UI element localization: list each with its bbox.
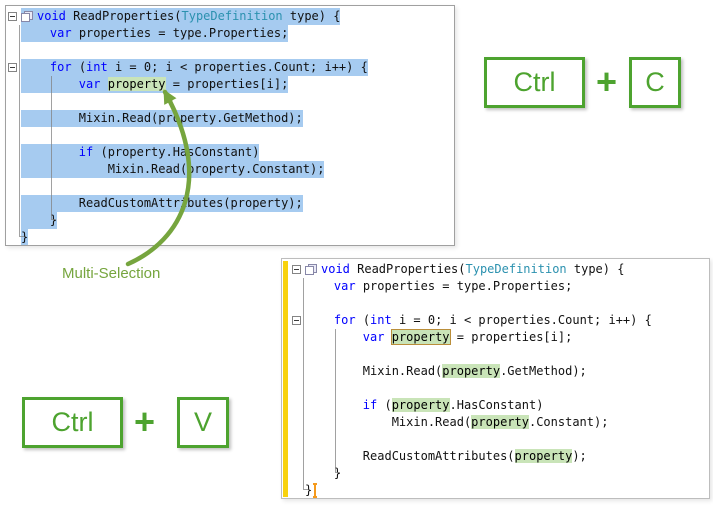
paste-caret-icon: [313, 483, 318, 498]
code-line[interactable]: Mixin.Read(property.Constant);: [6, 161, 454, 178]
code-line[interactable]: [282, 346, 709, 363]
code-line[interactable]: ReadCustomAttributes(property);: [282, 448, 709, 465]
code-line[interactable]: Mixin.Read(property.Constant);: [282, 414, 709, 431]
code-line[interactable]: for (int i = 0; i < properties.Count; i+…: [6, 59, 454, 76]
code-line[interactable]: void ReadProperties(TypeDefinition type)…: [282, 261, 709, 278]
gutter: [290, 397, 305, 414]
code-text: Mixin.Read(property.Constant);: [305, 415, 609, 429]
code-line[interactable]: var properties = type.Properties;: [282, 278, 709, 295]
fold-collapse-icon[interactable]: [292, 265, 301, 274]
ctrl-keycap: Ctrl: [484, 57, 585, 108]
gutter: [6, 229, 21, 245]
member-icon: [305, 264, 318, 275]
selected-code-text: }: [21, 229, 29, 245]
selected-code-text: void ReadProperties(TypeDefinition type)…: [21, 8, 341, 25]
gutter: [290, 380, 305, 397]
gutter: [290, 329, 305, 346]
fold-toggle[interactable]: [290, 312, 305, 329]
fold-toggle[interactable]: [290, 261, 305, 278]
multi-selection-label: Multi-Selection: [62, 265, 161, 282]
gutter: [6, 161, 21, 178]
change-tracking-bar: [283, 261, 288, 497]
code-line[interactable]: [282, 295, 709, 312]
code-line[interactable]: for (int i = 0; i < properties.Count; i+…: [282, 312, 709, 329]
fold-collapse-icon[interactable]: [8, 63, 17, 72]
code-line[interactable]: if (property.HasConstant): [6, 144, 454, 161]
selected-code-text: for (int i = 0; i < properties.Count; i+…: [21, 59, 368, 76]
gutter: [6, 25, 21, 42]
gutter: [290, 414, 305, 431]
code-line[interactable]: }: [282, 465, 709, 482]
code-line[interactable]: var properties = type.Properties;: [6, 25, 454, 42]
gutter: [6, 93, 21, 110]
gutter: [6, 110, 21, 127]
code-text: for (int i = 0; i < properties.Count; i+…: [333, 313, 652, 327]
selected-code-text: if (property.HasConstant): [21, 144, 260, 161]
code-line[interactable]: Mixin.Read(property.GetMethod);: [6, 110, 454, 127]
fold-collapse-icon[interactable]: [292, 316, 301, 325]
gutter: [290, 465, 305, 482]
gutter: [290, 448, 305, 465]
code-text: }: [305, 466, 342, 480]
code-lines: void ReadProperties(TypeDefinition type)…: [6, 6, 454, 245]
code-line[interactable]: var property = properties[i];: [6, 76, 454, 93]
gutter: [290, 346, 305, 363]
gutter: [6, 178, 21, 195]
code-text: void ReadProperties(TypeDefinition type)…: [305, 261, 624, 278]
selected-code-text: }: [21, 212, 58, 229]
selected-code-text: ReadCustomAttributes(property);: [21, 195, 303, 212]
v-keycap: V: [177, 397, 229, 448]
code-line[interactable]: var property = properties[i];: [282, 329, 709, 346]
top-code-panel: void ReadProperties(TypeDefinition type)…: [5, 5, 455, 246]
gutter: [290, 295, 305, 312]
code-line[interactable]: [6, 127, 454, 144]
gutter: [6, 76, 21, 93]
c-keycap: C: [629, 57, 681, 108]
code-text: var property = properties[i];: [362, 330, 573, 344]
gutter: [6, 42, 21, 59]
bottom-code-panel: void ReadProperties(TypeDefinition type)…: [281, 258, 710, 499]
selected-code-text: var property = properties[i];: [21, 76, 289, 93]
code-line[interactable]: [6, 42, 454, 59]
member-icon: [21, 11, 34, 22]
fold-collapse-icon[interactable]: [8, 12, 17, 21]
code-line[interactable]: ReadCustomAttributes(property);: [6, 195, 454, 212]
fold-toggle[interactable]: [6, 59, 21, 76]
code-lines: void ReadProperties(TypeDefinition type)…: [282, 259, 709, 498]
code-text: var properties = type.Properties;: [333, 279, 573, 293]
code-line[interactable]: [282, 380, 709, 397]
code-line[interactable]: [6, 93, 454, 110]
gutter: [6, 212, 21, 229]
code-text: ReadCustomAttributes(property);: [305, 449, 587, 463]
plus-sign: +: [596, 61, 618, 102]
gutter: [6, 144, 21, 161]
code-text: Mixin.Read(property.GetMethod);: [305, 364, 587, 378]
code-line[interactable]: }: [6, 229, 454, 245]
gutter: [290, 482, 305, 498]
code-text: }: [305, 482, 318, 498]
gutter: [290, 278, 305, 295]
plus-sign: +: [134, 401, 156, 442]
code-line[interactable]: void ReadProperties(TypeDefinition type)…: [6, 8, 454, 25]
code-line[interactable]: }: [282, 482, 709, 498]
gutter: [290, 363, 305, 380]
selected-code-text: Mixin.Read(property.GetMethod);: [21, 110, 303, 127]
gutter: [6, 127, 21, 144]
gutter: [6, 195, 21, 212]
code-line[interactable]: if (property.HasConstant): [282, 397, 709, 414]
code-line[interactable]: [282, 431, 709, 448]
ctrl-keycap: Ctrl: [22, 397, 123, 448]
code-text: if (property.HasConstant): [362, 398, 544, 412]
code-line[interactable]: }: [6, 212, 454, 229]
selected-code-text: Mixin.Read(property.Constant);: [21, 161, 325, 178]
gutter: [290, 431, 305, 448]
code-line[interactable]: [6, 178, 454, 195]
selected-code-text: var properties = type.Properties;: [21, 25, 289, 42]
code-line[interactable]: Mixin.Read(property.GetMethod);: [282, 363, 709, 380]
fold-toggle[interactable]: [6, 8, 21, 25]
